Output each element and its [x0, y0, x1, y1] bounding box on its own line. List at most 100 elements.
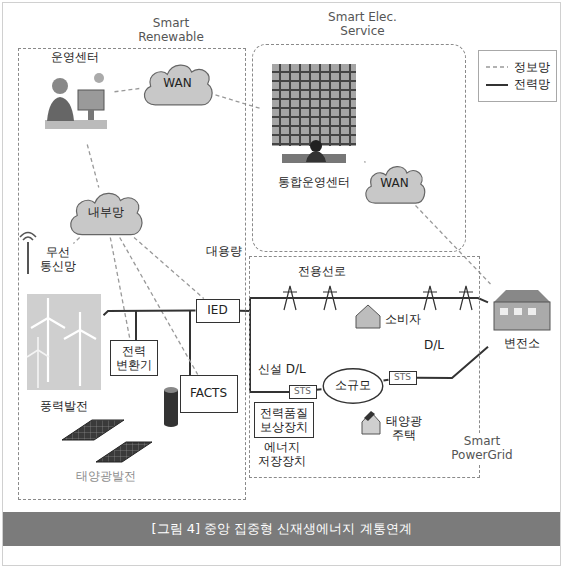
node-label: IED	[207, 303, 227, 317]
power-wire	[135, 311, 137, 340]
battery-symbol	[164, 387, 178, 393]
node-label: STS	[394, 372, 411, 383]
solar-house	[362, 411, 380, 434]
substation-figure	[494, 302, 550, 330]
text-label: 대용량	[204, 244, 244, 258]
solar-panel-figure	[62, 420, 152, 462]
power-wire	[189, 311, 191, 375]
info-link	[134, 238, 204, 299]
wireless-network: 무선 통신망	[38, 244, 78, 275]
battery-symbol	[164, 421, 178, 427]
legend-text: 정보망	[514, 60, 550, 74]
wind-farm-figure	[31, 298, 65, 382]
wind-farm: 풍력발전	[24, 292, 104, 414]
node-label: 소규모	[335, 378, 371, 392]
solar-panel-figure	[62, 420, 124, 440]
cloud-outline	[144, 65, 212, 105]
antenna-symbol	[23, 237, 33, 240]
text-label: D/L	[422, 338, 446, 352]
caption-bar	[3, 512, 560, 546]
text-label: 태양광 주택	[384, 414, 424, 443]
network-cloud: WAN	[140, 60, 216, 108]
node-label: WAN	[163, 76, 191, 90]
cloud-outline	[70, 193, 141, 234]
legend-line	[486, 66, 508, 67]
operator-figure	[45, 73, 107, 129]
text-label: 전용선로	[296, 264, 348, 278]
substation: 변전소	[488, 284, 556, 350]
info-link	[110, 238, 130, 340]
wind-farm-figure	[27, 337, 49, 388]
antenna-symbol	[20, 233, 36, 275]
info-link	[216, 95, 262, 109]
wind-farm-figure	[64, 312, 96, 386]
solar-farm: 태양광발전	[56, 416, 156, 484]
node-label: 무선 통신망	[40, 245, 76, 274]
text-label: 신설 D/L	[256, 362, 308, 376]
legend-sample	[485, 81, 509, 89]
legend-row: 정보망	[485, 60, 550, 74]
battery-symbol	[164, 390, 178, 424]
switch-box: STS	[389, 371, 417, 385]
cloud-outline	[365, 166, 424, 202]
control-room-figure	[310, 140, 322, 152]
control-room-figure	[272, 64, 356, 163]
power-line	[317, 388, 322, 391]
text-label: 에너지 저장장치	[256, 440, 308, 469]
operator-figure	[78, 90, 104, 110]
legend-sample	[485, 63, 509, 71]
info-link	[115, 88, 140, 91]
ellipse-outline	[323, 368, 383, 403]
substation-figure	[494, 290, 550, 330]
wind-farm-figure	[27, 294, 101, 390]
power-line	[104, 311, 196, 316]
node-label: 운영센터	[49, 50, 101, 64]
node-label: 전력품질 보상장치	[260, 406, 308, 435]
text-label: 소비자	[383, 312, 423, 326]
operator-figure	[52, 78, 68, 94]
node-label: 태양광발전	[74, 469, 138, 483]
node-label: FACTS	[190, 386, 227, 400]
info-link	[364, 161, 365, 163]
region-band: Smart Renewable운영센터WAN내부망무선 통신망IED풍력발전전력…	[18, 48, 246, 500]
device-box: FACTS	[180, 375, 238, 413]
antenna-symbol	[20, 233, 36, 238]
switch-box: STS	[289, 385, 317, 399]
caption-holder: [그림 4] 중앙 집중형 신재생에너지 계통연계	[3, 512, 560, 546]
node-label: 변전소	[502, 336, 542, 350]
page-frame	[3, 3, 561, 566]
node-label: 내부망	[88, 205, 124, 219]
operator-figure	[45, 120, 107, 129]
microgrid-ellipse: 소규모	[322, 368, 384, 404]
control-room-figure	[272, 64, 356, 146]
legend-text: 전력망	[514, 77, 550, 91]
node-label: WAN	[380, 176, 408, 190]
info-link	[87, 145, 99, 188]
figure-caption: [그림 4] 중앙 집중형 신재생에너지 계통연계	[151, 521, 411, 537]
solar-panel-figure	[96, 442, 152, 462]
region-heading: Smart PowerGrid	[440, 433, 524, 464]
node-label: STS	[294, 386, 311, 397]
wind-farm-figure	[79, 330, 81, 386]
power-line	[240, 298, 489, 311]
wind-farm-figure	[31, 298, 65, 328]
legend-line	[486, 84, 508, 86]
device-box: IED	[196, 299, 240, 323]
legend-row: 전력망	[485, 77, 550, 91]
device-box: 전력품질 보상장치	[254, 402, 314, 439]
legend-box: 정보망전력망	[478, 50, 557, 102]
region-heading: Smart Renewable	[124, 15, 218, 46]
battery-symbol	[164, 387, 178, 427]
wind-farm-figure	[47, 318, 49, 382]
solar-house	[362, 412, 380, 434]
region-band: Smart Elec. Service통합운영센터WAN	[252, 44, 466, 252]
wind-farm-figure	[27, 294, 101, 390]
node-label: 전력 변환기	[116, 344, 152, 373]
operation-center: 운영센터	[35, 50, 115, 145]
network-cloud: WAN	[362, 162, 428, 206]
integrated-center: 통합운영센터	[262, 60, 366, 190]
control-room-figure	[272, 64, 356, 146]
node-label: 풍력발전	[38, 399, 90, 413]
device-box: 전력 변환기	[110, 340, 158, 377]
